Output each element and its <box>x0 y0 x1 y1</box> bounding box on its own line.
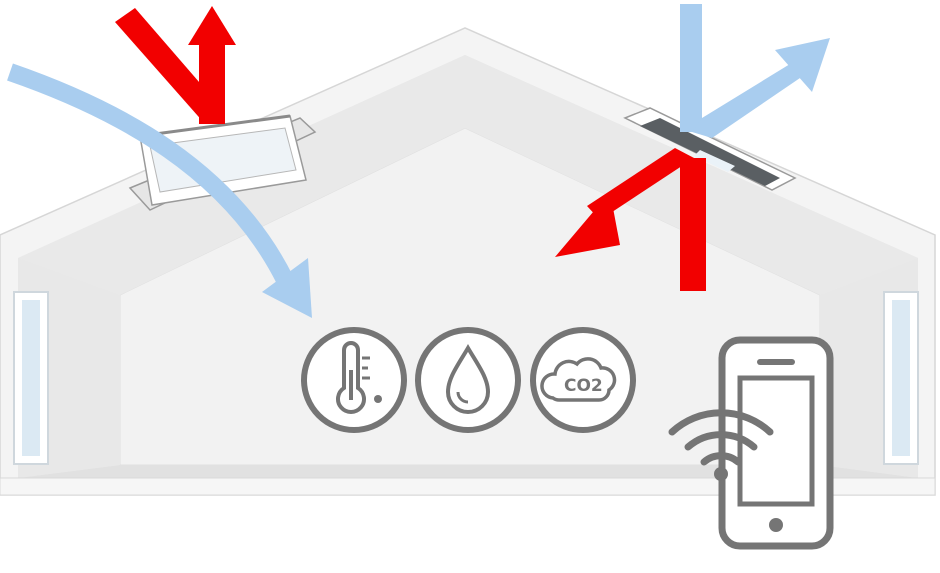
thermometer-icon <box>301 327 407 433</box>
wifi-icon <box>668 409 774 481</box>
cool-air-exhaust-arrow <box>680 4 830 138</box>
incoming-air-arrow <box>7 63 312 318</box>
co2-cloud-icon: CO2 <box>530 327 636 433</box>
left-side-window <box>13 291 49 465</box>
co2-label: CO2 <box>564 376 603 396</box>
right-side-window <box>883 291 919 465</box>
hot-air-arrow-left <box>115 6 236 124</box>
water-drop-icon <box>415 327 521 433</box>
left-roof-window-open <box>128 114 317 211</box>
hot-air-arrow-right <box>555 148 706 291</box>
right-roof-window-closed <box>623 107 797 191</box>
smartphone-icon <box>718 336 834 550</box>
